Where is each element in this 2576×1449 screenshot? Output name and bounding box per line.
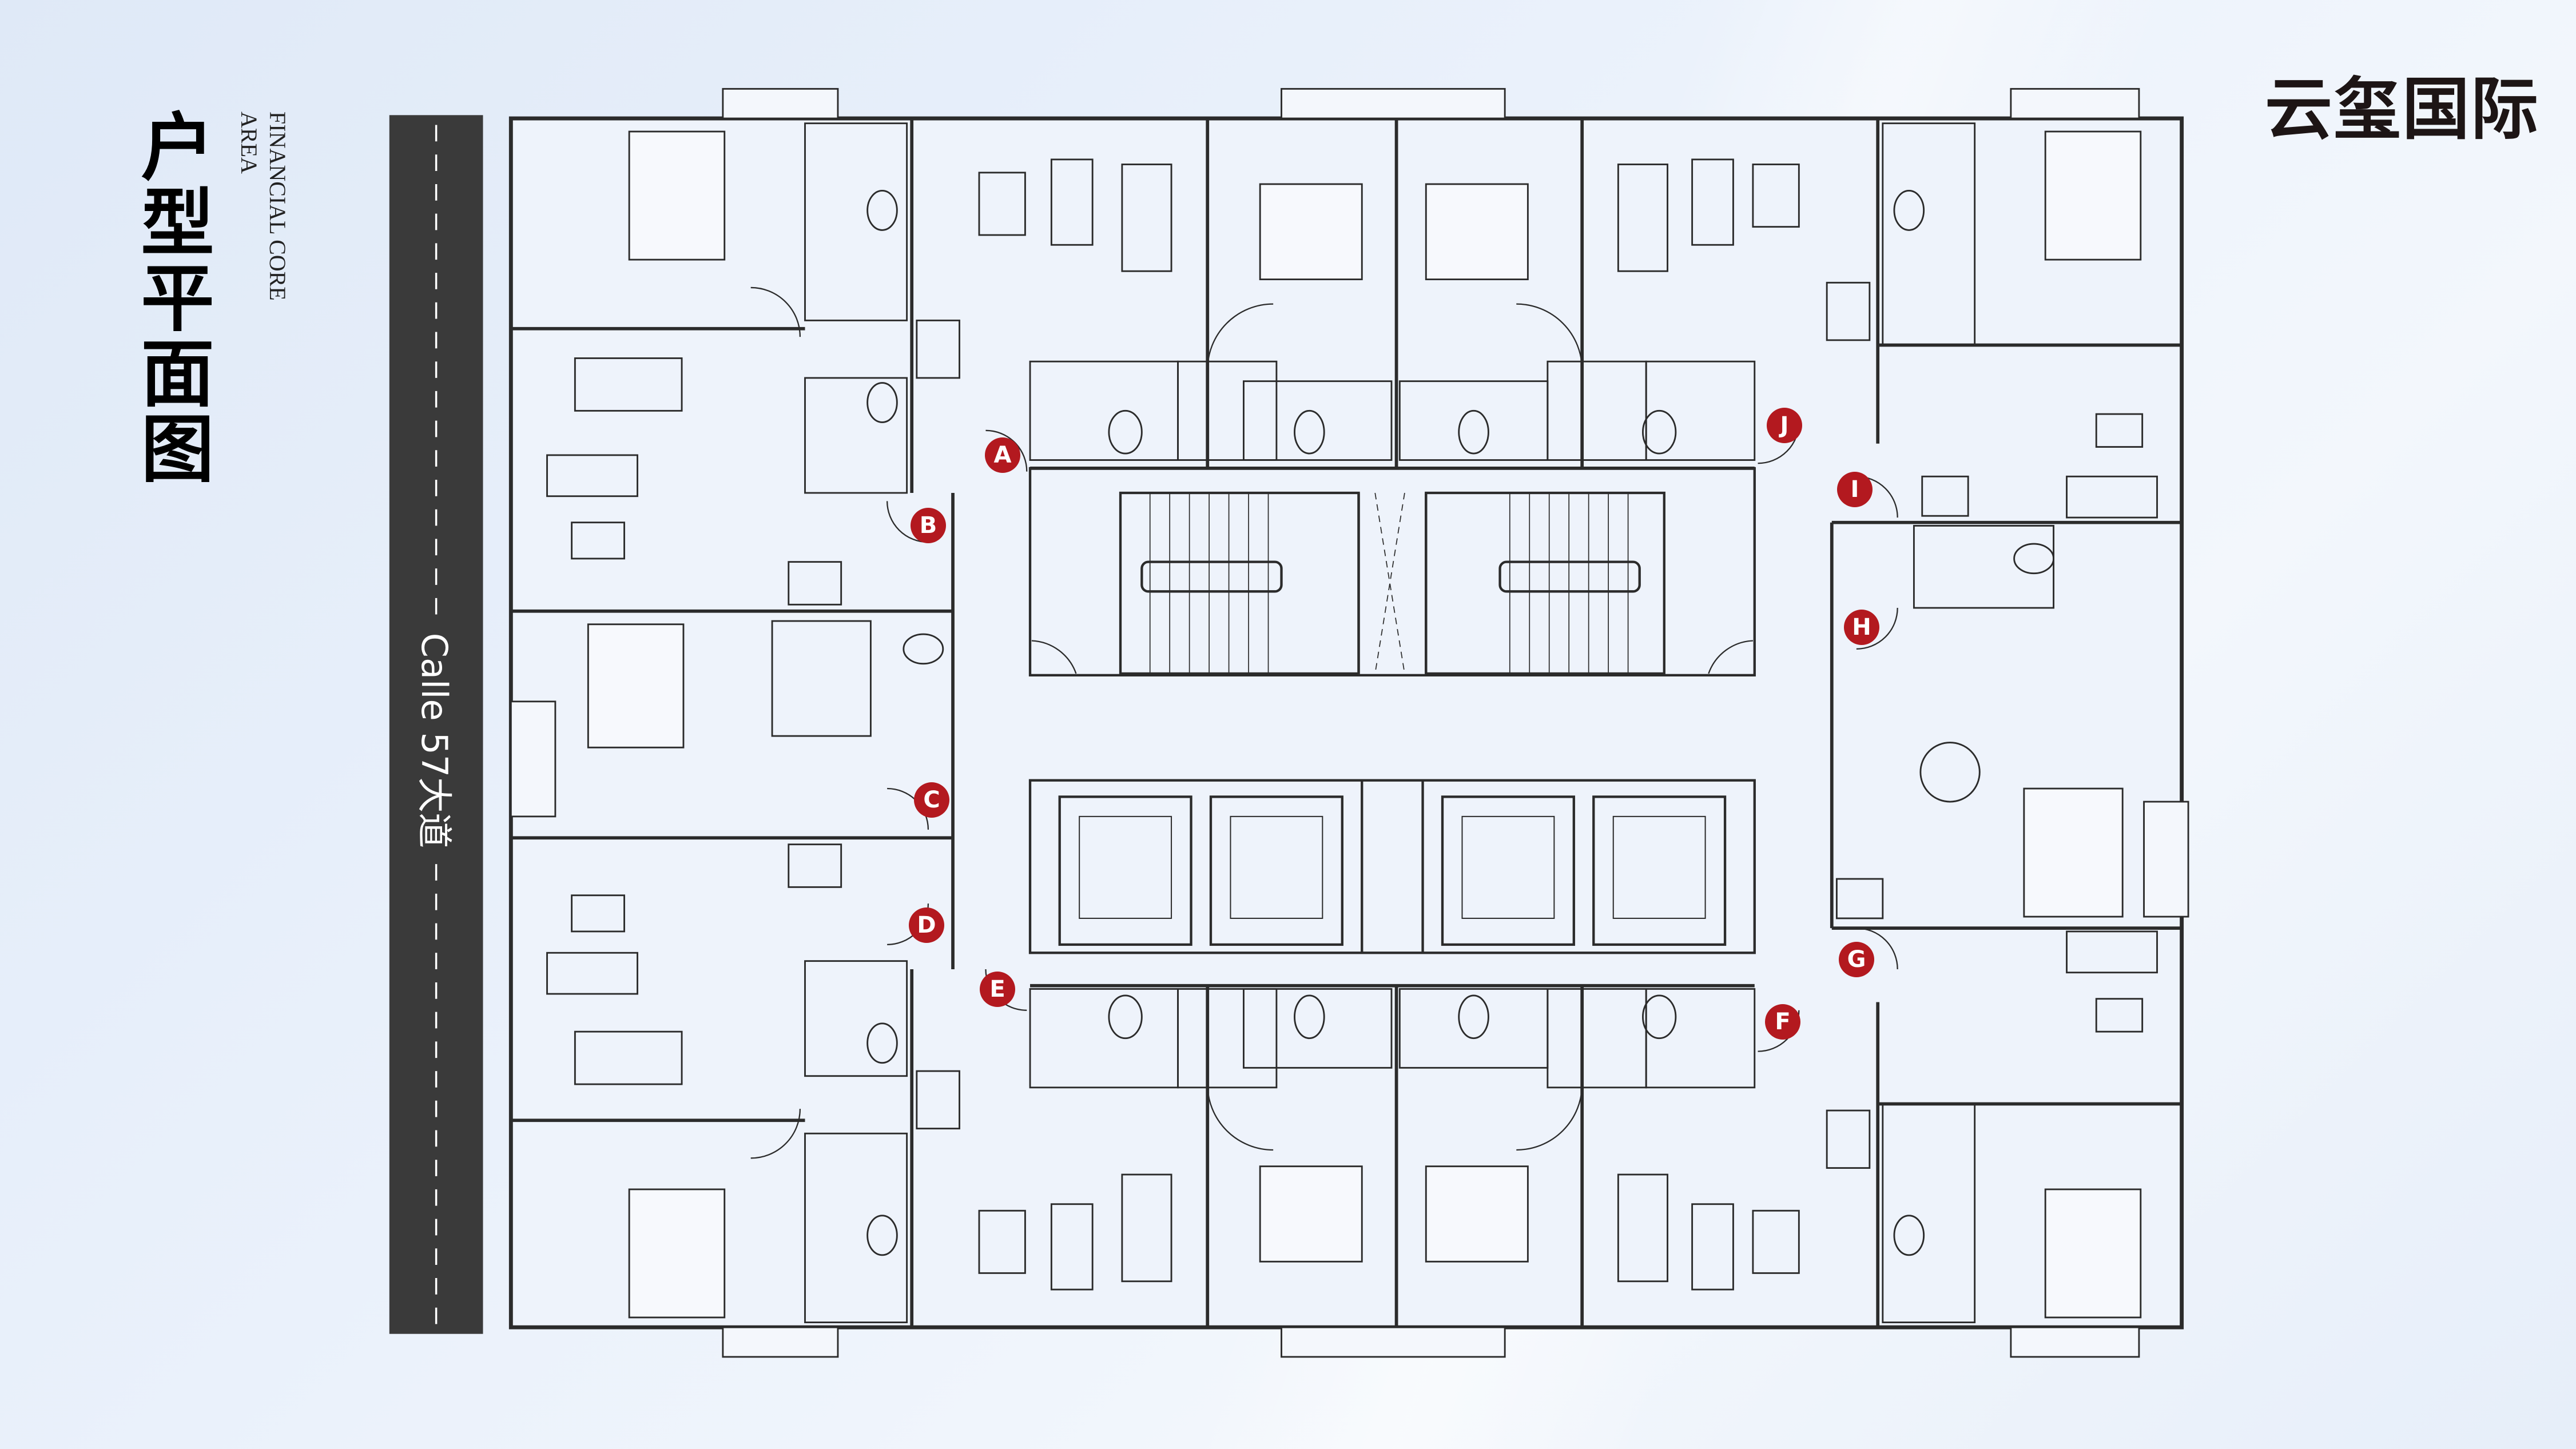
elevator-core — [1028, 779, 1756, 954]
building — [508, 87, 2189, 1358]
unit-marker-i[interactable]: I — [1837, 472, 1873, 507]
unit-marker-f[interactable]: F — [1765, 1004, 1800, 1040]
unit-marker-b[interactable]: B — [911, 508, 946, 543]
door-swings — [750, 286, 1898, 1159]
page-title: 户型平面图 — [128, 109, 214, 486]
unit-marker-h[interactable]: H — [1844, 610, 1879, 645]
brand-logo: 云玺国际 — [2265, 69, 2540, 149]
window-bays — [510, 87, 2189, 1358]
unit-marker-c[interactable]: C — [914, 782, 949, 818]
unit-marker-d[interactable]: D — [909, 907, 944, 943]
unit-marker-g[interactable]: G — [1839, 942, 1874, 977]
page-subtitle: FINANCIAL CORE AREA — [234, 112, 292, 301]
unit-marker-j[interactable]: J — [1767, 408, 1802, 443]
beds — [587, 130, 2142, 1319]
unit-marker-a[interactable]: A — [985, 437, 1020, 473]
subtitle-line-1: FINANCIAL CORE — [265, 112, 291, 301]
stair-treads — [1149, 492, 1629, 674]
unit-marker-e[interactable]: E — [980, 972, 1015, 1007]
subtitle-line-2: AREA — [236, 112, 262, 174]
furniture — [546, 158, 2158, 1291]
stair-core — [1028, 467, 1756, 676]
exterior-wall — [508, 116, 2184, 1329]
bathrooms — [771, 122, 2054, 1324]
road-label-text: Calle 57大道 — [412, 627, 464, 854]
road-label: Calle 57大道 — [380, 620, 495, 861]
